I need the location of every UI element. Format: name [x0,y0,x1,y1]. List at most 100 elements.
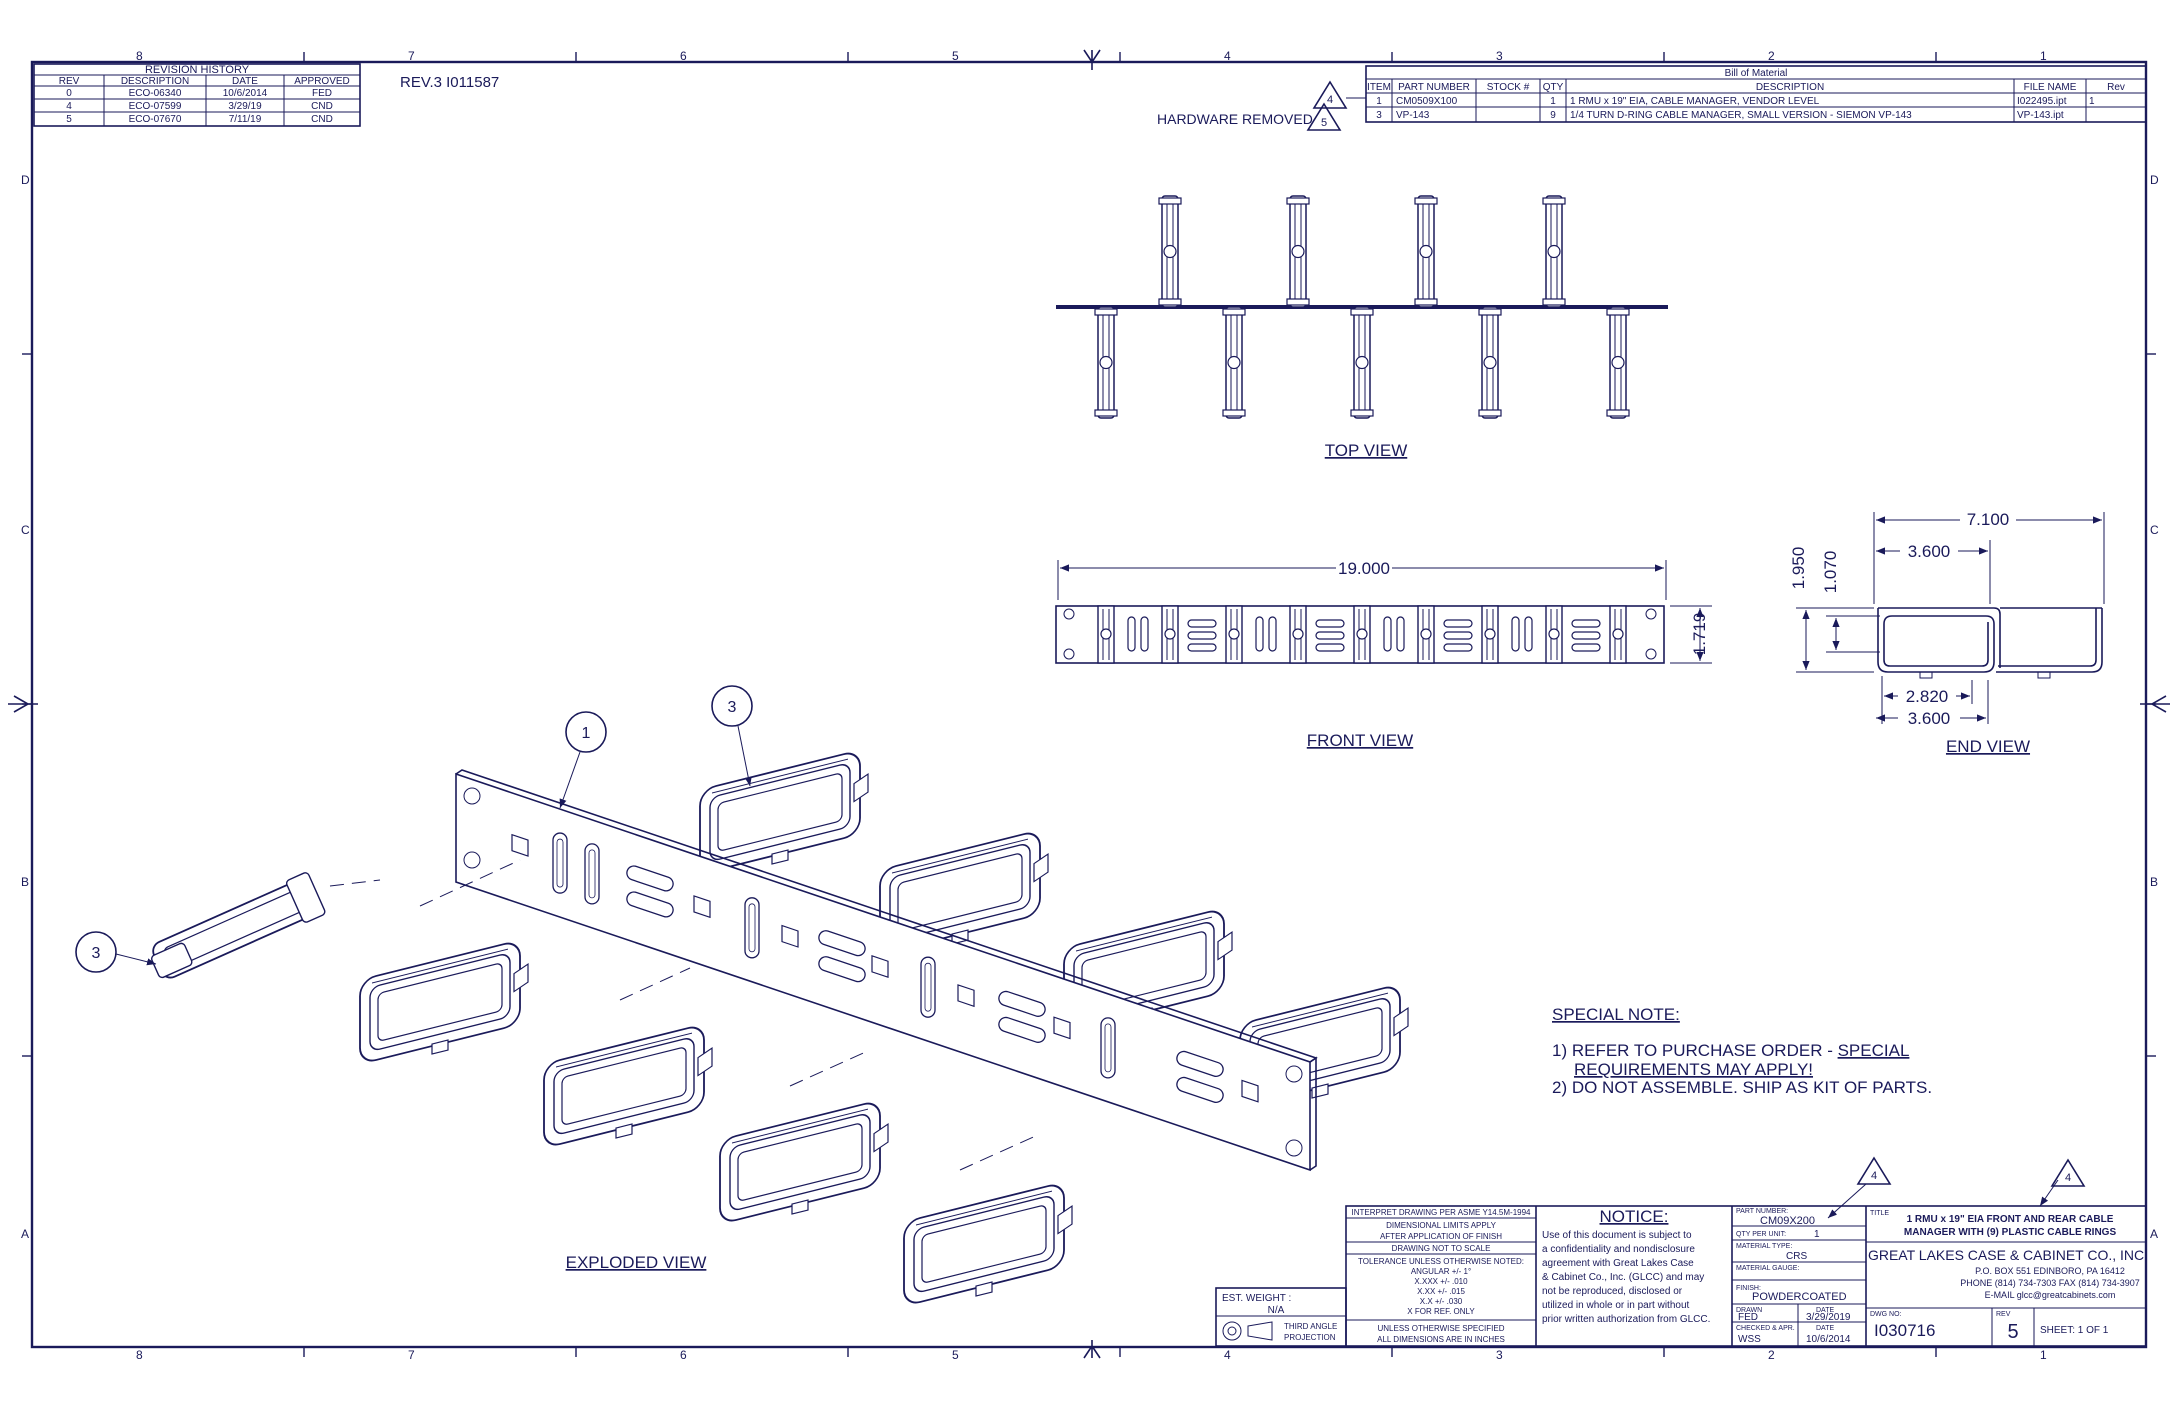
bom-header-qty: QTY [1543,82,1564,93]
exploded-ring-rear-2 [879,832,1049,952]
rev-row-1-date: 3/29/19 [228,101,262,112]
part-number-value: CM09X200 [1760,1215,1815,1227]
panel-slot [781,924,799,948]
front-view-slot-pair [1255,616,1277,652]
company-email: E-MAIL glcc@greatcabinets.com [1985,1290,2116,1300]
zone-label-top-1: 1 [2040,49,2047,63]
zone-label-bottom-4: 4 [1224,1348,1231,1362]
company-phone: PHONE (814) 734-7303 FAX (814) 734-3907 [1960,1278,2140,1288]
bom-row-1-desc: 1/4 TURN D-RING CABLE MANAGER, SMALL VER… [1570,110,1912,121]
qty-value: 1 [1814,1229,1820,1240]
exploded-ring-side [150,872,326,979]
special-note-title: SPECIAL NOTE: [1552,1005,1680,1024]
exploded-panel [455,769,1318,1172]
bom-title: Bill of Material [1725,68,1788,79]
special-note-line1-special: SPECIAL [1838,1041,1910,1060]
special-note-line1: 1) REFER TO PURCHASE ORDER - SPECIAL [1552,1041,1909,1060]
panel-slot [511,833,529,857]
zone-label-bottom-8: 8 [136,1348,143,1362]
front-view-ring [1481,605,1499,664]
bom-header-stock: STOCK # [1487,82,1530,93]
callout-item-3-left: 3 [75,931,157,973]
company-address: P.O. BOX 551 EDINBORO, PA 16412 [1975,1266,2125,1276]
zone-label-bottom-2: 2 [1768,1348,1775,1362]
title-company-block: TITLE 1 RMU x 19" EIA FRONT AND REAR CAB… [1866,1210,2148,1346]
rev-row-1-rev: 4 [66,101,72,112]
zone-label-top-3: 3 [1496,49,1503,63]
bom-header-description: DESCRIPTION [1756,82,1824,93]
not-scale-note: DRAWING NOT TO SCALE [1392,1244,1491,1253]
top-view-ring [1542,195,1566,308]
front-view-ring [1161,605,1179,664]
top-view-ring [1286,195,1310,308]
units-note-1: UNLESS OTHERWISE SPECIFIED [1378,1324,1505,1333]
callout-item-1-number: 1 [582,725,591,742]
front-view-features [1097,605,1627,664]
front-view-ring [1417,605,1435,664]
dim-end-gap: 2.820 [1906,687,1949,706]
zone-label-right-A: A [2150,1227,2158,1241]
checked-date: 10/6/2014 [1806,1334,1851,1345]
exploded-ring-rear-1 [699,752,869,872]
rev-row-0-approved: FED [312,88,332,99]
panel-slot [1241,1079,1259,1103]
top-view-ring [1094,306,1118,419]
special-note-line2: REQUIREMENTS MAY APPLY! [1574,1060,1813,1079]
zone-label-bottom-5: 5 [952,1348,959,1362]
panel-slot [626,865,674,918]
part-number-label: PART NUMBER: [1736,1208,1788,1215]
top-view-ring [1414,195,1438,308]
notice-line-5: not be reproduced, disclosed or [1542,1286,1683,1297]
tol-xxxx: X.XXX +/- .010 [1414,1277,1468,1286]
material-value: CRS [1786,1251,1807,1262]
dim-end-inner-bottom: 3.600 [1908,709,1951,728]
zone-labels: 8 7 6 5 4 3 2 1 8 7 6 5 4 3 2 1 D C B A … [21,49,2159,1362]
dims-apply-note: DIMENSIONAL LIMITS APPLY [1386,1221,1496,1230]
notice-line-6: utilized in whole or in part without [1542,1300,1690,1311]
qty-label: QTY PER UNIT: [1736,1231,1786,1238]
bom-header-part: PART NUMBER [1398,82,1470,93]
panel-slot [818,930,866,983]
notice-block: NOTICE: Use of this document is subject … [1542,1207,1710,1325]
checked-label: CHECKED & APR. [1736,1325,1795,1332]
projection-label-2: PROJECTION [1284,1333,1336,1342]
callout-item-3-left-number: 3 [92,945,101,962]
company-name: GREAT LAKES CASE & CABINET CO., INC. [1868,1247,2148,1263]
hardware-removed-text: HARDWARE REMOVED [1157,111,1313,127]
tol-xxx: X.XX +/- .015 [1417,1287,1465,1296]
front-view-ring [1225,605,1243,664]
zone-label-top-6: 6 [680,49,687,63]
special-note-line3: 2) DO NOT ASSEMBLE. SHIP AS KIT OF PARTS… [1552,1078,1932,1097]
front-view-slot-stack [1315,619,1345,652]
top-view-label: TOP VIEW [1325,441,1408,460]
notice-line-2: a confidentiality and nondisclosure [1542,1244,1695,1255]
rev-row-1-approved: CND [311,101,333,112]
rev-value: 5 [2007,1321,2018,1343]
panel-slot [1100,1017,1116,1079]
rev-row-0-desc: ECO-06340 [129,88,182,99]
zone-label-left-A: A [21,1227,29,1241]
bom-row-0-item: 1 [1376,96,1382,107]
checked-by: WSS [1738,1334,1761,1345]
title-flag-4-right-number: 4 [2065,1172,2071,1184]
zone-label-right-C: C [2150,523,2159,537]
drawn-date-label: DATE [1816,1307,1834,1314]
finish-label: FINISH: [1736,1285,1761,1292]
front-view-ring [1289,605,1307,664]
weight-label: EST. WEIGHT : [1222,1293,1291,1304]
tol-header: TOLERANCE UNLESS OTHERWISE NOTED: [1358,1257,1524,1266]
gauge-label: MATERIAL GAUGE: [1736,1265,1799,1272]
zone-label-top-5: 5 [952,49,959,63]
exploded-view-label: EXPLODED VIEW [566,1253,707,1272]
rev-row-0-date: 10/6/2014 [223,88,268,99]
notice-title: NOTICE: [1600,1207,1669,1226]
panel-slot [1053,1016,1071,1040]
rev-row-0-rev: 0 [66,88,72,99]
panel-slot [920,956,936,1018]
title-flag-4-left-number: 4 [1871,1170,1877,1182]
notice-line-4: & Cabinet Co., Inc. (GLCC) and may [1542,1272,1704,1283]
zone-label-bottom-1: 1 [2040,1348,2047,1362]
interpret-note: INTERPRET DRAWING PER ASME Y14.5M-1994 [1351,1208,1531,1217]
end-view-label: END VIEW [1946,737,2030,756]
